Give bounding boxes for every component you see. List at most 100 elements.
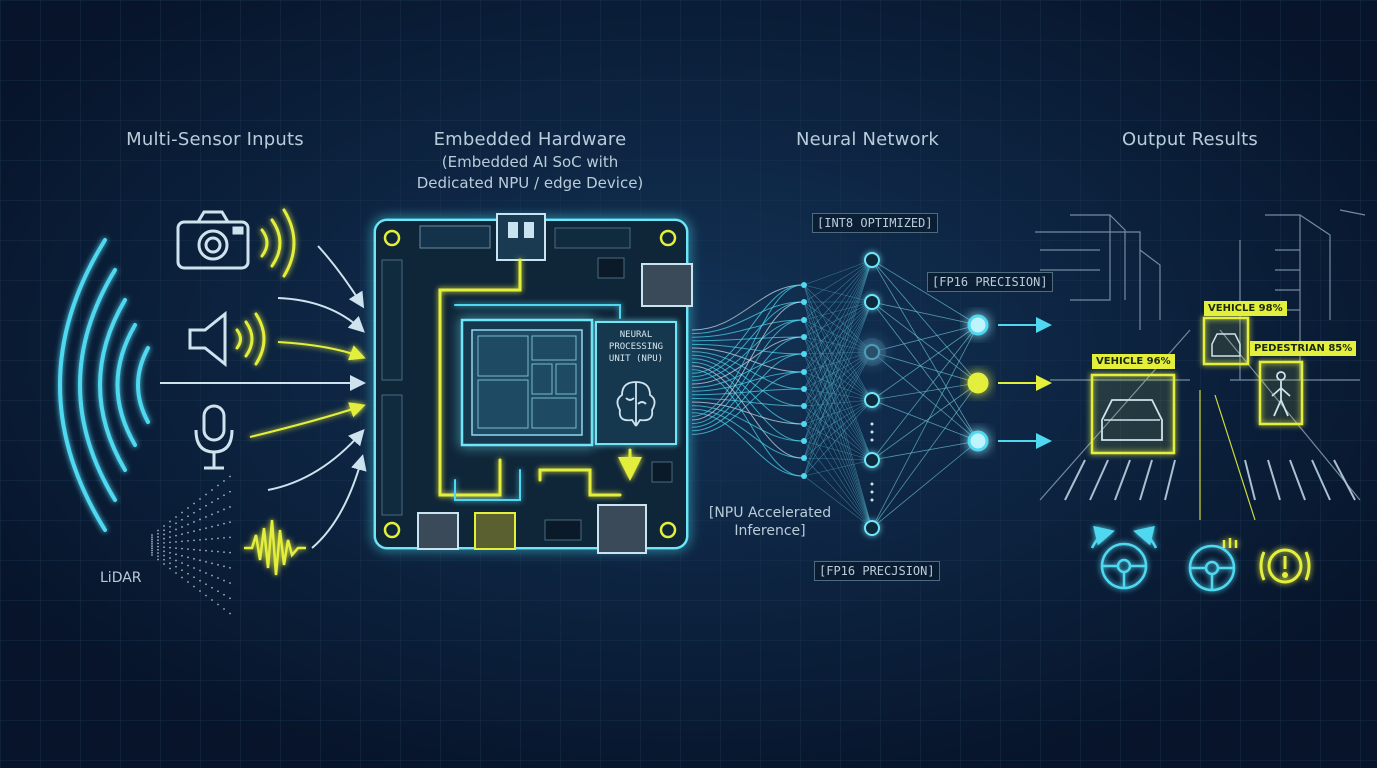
fan-line bbox=[691, 284, 803, 331]
hidden-node bbox=[864, 294, 880, 310]
steering-wheel-icon-2 bbox=[1188, 538, 1238, 592]
lidar-point bbox=[163, 525, 165, 527]
network-edge bbox=[803, 284, 873, 303]
lidar-point bbox=[205, 504, 207, 507]
hardware-subtitle-line1: (Embedded AI SoC with bbox=[441, 153, 619, 171]
lidar-point bbox=[163, 533, 165, 536]
lidar-point bbox=[151, 540, 153, 543]
network-edge bbox=[803, 351, 873, 442]
network-edge bbox=[803, 371, 873, 401]
network-edge bbox=[871, 259, 979, 384]
lidar-point bbox=[163, 529, 165, 532]
lidar-point bbox=[181, 562, 183, 564]
lidar-point bbox=[205, 527, 207, 530]
lidar-point bbox=[187, 523, 189, 526]
network-edge bbox=[803, 301, 873, 355]
network-edge bbox=[871, 324, 979, 529]
lidar-point bbox=[163, 537, 165, 540]
network-edge bbox=[803, 259, 873, 407]
lidar-point bbox=[211, 501, 213, 504]
lidar-point bbox=[193, 557, 195, 560]
lidar-point bbox=[229, 612, 231, 615]
lidar-point bbox=[229, 597, 231, 600]
lidar-point bbox=[151, 536, 153, 539]
network-edge bbox=[803, 319, 873, 401]
network-edge bbox=[803, 399, 873, 442]
lidar-point bbox=[151, 542, 153, 545]
network-edge bbox=[803, 423, 873, 461]
network-edge bbox=[871, 259, 979, 442]
lidar-point bbox=[151, 554, 153, 556]
input-node bbox=[801, 421, 807, 427]
lidar-point bbox=[193, 530, 195, 533]
network-edge bbox=[871, 301, 979, 442]
lidar-point bbox=[205, 549, 207, 552]
lidar-point bbox=[217, 603, 219, 606]
lidar-point bbox=[211, 537, 213, 540]
network-edge bbox=[803, 301, 873, 338]
lidar-point bbox=[175, 540, 177, 543]
network-edge bbox=[803, 301, 873, 461]
lidar-point bbox=[217, 524, 219, 527]
lidar-point bbox=[187, 572, 189, 575]
network-edge bbox=[803, 399, 873, 459]
lidar-point bbox=[217, 550, 219, 553]
lidar-point bbox=[181, 526, 183, 528]
lidar-point bbox=[157, 552, 159, 554]
lidar-point bbox=[217, 484, 219, 487]
npu-label-line3: UNIT (NPU) bbox=[608, 354, 664, 364]
lidar-point bbox=[193, 539, 195, 542]
fan-in-lines bbox=[691, 284, 803, 477]
network-edge bbox=[803, 319, 873, 461]
ellipsis-dot bbox=[870, 438, 874, 442]
lidar-point bbox=[181, 533, 183, 536]
detection-label-pedestrian: PEDESTRIAN 85% bbox=[1250, 341, 1357, 356]
lidar-point bbox=[187, 539, 189, 542]
lidar-point bbox=[163, 546, 165, 549]
lidar-point bbox=[181, 569, 183, 572]
lidar-point bbox=[223, 551, 225, 554]
lidar-point bbox=[199, 518, 201, 521]
npu-accelerated-caption-line1: [NPU Accelerated bbox=[708, 505, 832, 521]
network-edge bbox=[803, 399, 873, 425]
lidar-point bbox=[175, 547, 177, 550]
network-edge bbox=[803, 284, 873, 353]
input-node bbox=[801, 282, 807, 288]
fan-line bbox=[691, 284, 803, 417]
detection-label-vehicle-far: VEHICLE 98% bbox=[1204, 301, 1287, 316]
input-node bbox=[801, 334, 807, 340]
input-node bbox=[801, 455, 807, 461]
input-node bbox=[801, 317, 807, 323]
lidar-point bbox=[193, 502, 195, 505]
network-edge bbox=[803, 301, 873, 442]
detection-box-vehicle-front bbox=[1090, 373, 1176, 455]
hardware-subtitle-line2: Dedicated NPU / edge Device) bbox=[416, 174, 644, 192]
camera-icon bbox=[176, 210, 250, 270]
lidar-point bbox=[163, 541, 165, 544]
soc-chip bbox=[460, 318, 594, 447]
lidar-point bbox=[169, 562, 171, 565]
hidden-node bbox=[864, 452, 880, 468]
lidar-point bbox=[187, 548, 189, 551]
speaker-signal-waves bbox=[235, 312, 266, 366]
lidar-point bbox=[205, 594, 207, 597]
lidar-point bbox=[193, 585, 195, 588]
lidar-point bbox=[175, 534, 177, 537]
network-edge bbox=[871, 324, 979, 353]
lidar-point bbox=[175, 553, 177, 556]
tag-int8-optimized: [INT8 OPTIMIZED] bbox=[812, 213, 938, 233]
hidden-node bbox=[864, 252, 880, 268]
lidar-point bbox=[199, 538, 201, 541]
network-edge bbox=[803, 301, 873, 390]
sensor-arrows-yellow bbox=[249, 341, 366, 438]
hidden-node bbox=[864, 520, 880, 536]
lidar-point bbox=[229, 475, 231, 478]
lidar-point bbox=[187, 556, 189, 559]
lidar-point bbox=[205, 560, 207, 563]
network-edge bbox=[871, 382, 979, 401]
network-output-arrows bbox=[998, 317, 1052, 449]
network-edge bbox=[803, 353, 873, 401]
network-edge bbox=[803, 459, 873, 477]
input-node bbox=[801, 438, 807, 444]
lidar-point bbox=[187, 531, 189, 534]
